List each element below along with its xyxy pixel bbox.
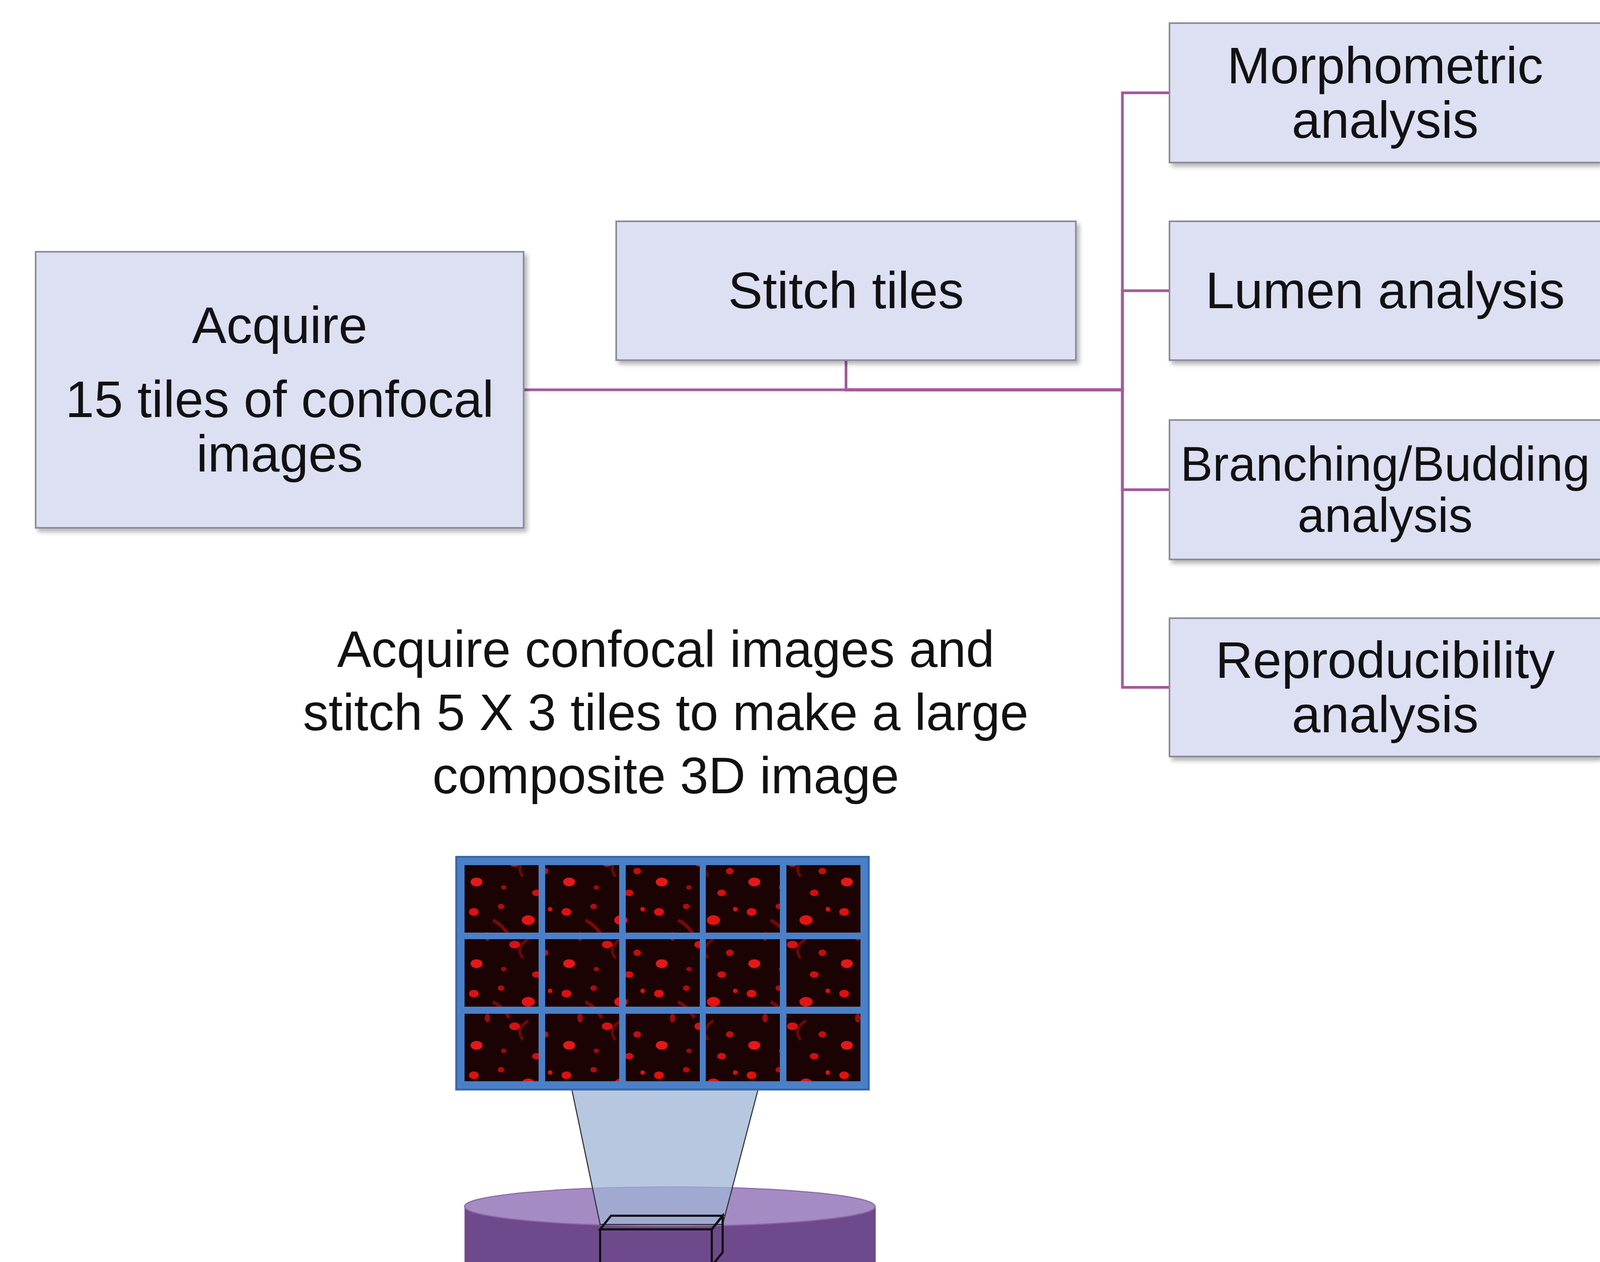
process-box: Acquire 15 tiles of confocal images [34, 251, 525, 529]
node-text: Branching/Budding analysis [1177, 438, 1593, 541]
image-tile [464, 865, 539, 933]
node-text: Reproducibility analysis [1177, 633, 1593, 743]
image-tile [705, 1014, 780, 1082]
image-tile [705, 865, 780, 933]
node-text: Stitch tiles [728, 263, 964, 319]
sample-front [600, 1229, 712, 1262]
light-beam [571, 1089, 759, 1225]
node-text: Lumen analysis [1205, 263, 1565, 319]
image-tile [545, 1014, 620, 1082]
analysis-box: Branching/Budding analysis [1168, 419, 1600, 561]
monitor-frame [456, 857, 869, 1090]
image-tile [786, 939, 861, 1007]
connector-line [524, 361, 847, 390]
sample-side [711, 1216, 723, 1262]
caption-text: Acquire confocal images and stitch 5 X 3… [272, 618, 1060, 808]
image-tile [625, 939, 700, 1007]
process-box: Stitch tiles [615, 220, 1077, 362]
sample-top [600, 1216, 723, 1230]
analysis-box: Morphometric analysis [1168, 22, 1600, 164]
image-tile [705, 939, 780, 1007]
image-tile [545, 865, 620, 933]
node-text: Acquire [191, 298, 368, 353]
sample-box [600, 1216, 723, 1262]
image-tile [786, 865, 861, 933]
monitor [456, 857, 869, 1090]
analysis-box: Lumen analysis [1168, 220, 1600, 362]
image-tile [545, 939, 620, 1007]
image-tile [786, 1014, 861, 1082]
image-tile [625, 865, 700, 933]
node-text: 15 tiles of confocal images [58, 372, 502, 482]
analysis-box: Reproducibility analysis [1168, 617, 1600, 758]
image-tile [625, 1014, 700, 1082]
image-tile [464, 1014, 539, 1082]
image-tile [464, 939, 539, 1007]
connector-line [846, 361, 1170, 491]
node-text: Morphometric analysis [1177, 38, 1593, 148]
